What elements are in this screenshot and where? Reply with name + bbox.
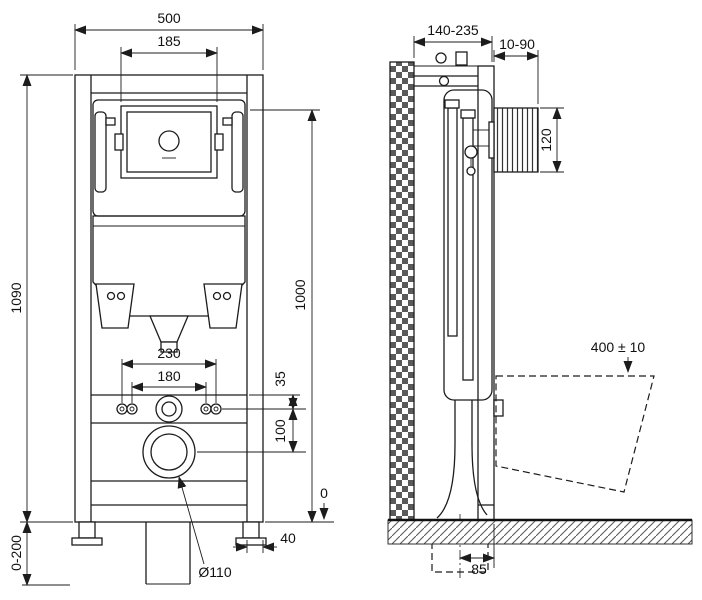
dim-plate-width: 185 [157,33,181,49]
dim-feet-range: 0-200 [8,535,24,571]
dim-frame-height: 1090 [8,282,24,313]
pan-bolt-stub [493,399,504,417]
actuator-lever [464,145,478,159]
wall-section [389,61,415,521]
cistern-side [443,89,493,401]
drain-pipe-front [145,522,191,585]
tank-body [92,215,246,353]
pan-bolt-inner-right [200,403,212,415]
mounting-feet [71,521,267,546]
plate-clip-left [114,133,124,151]
flush-actuator [488,107,539,173]
front-dimensions: 500 185 1090 0-200 230 180 35 [8,10,334,586]
dim-35: 35 [272,371,288,387]
flush-button [158,130,180,152]
cistern-front [92,99,246,217]
floor-section [387,518,693,545]
dim-40: 40 [280,530,296,546]
dim-width-total: 500 [157,10,181,26]
dim-spacing-inner: 180 [157,368,181,384]
side-dimensions: 140-235 10-90 120 400 ± 10 85 [413,22,646,577]
support-bracket-right [203,283,243,329]
side-clamp-right [231,111,244,193]
dim-actuator-height: 120 [538,128,554,152]
dim-floor-zero: 0 [320,485,328,501]
dim-drain-diameter: Ø110 [198,564,231,580]
fixing-cross-member [91,394,247,482]
side-clamp-left [94,111,107,193]
dim-100: 100 [272,419,288,443]
side-view: 140-235 10-90 120 400 ± 10 85 [387,22,693,578]
support-bracket-left [95,283,135,329]
plate-clip-right [214,133,224,151]
front-view: 500 185 1090 0-200 230 180 35 [8,10,334,586]
dim-drain-offset: 85 [471,561,487,577]
drain-elbow [431,400,489,578]
toilet-pan-outline [495,375,655,493]
fill-valve [447,107,458,337]
pan-bolt-inner-left [126,403,138,415]
dim-spacing-outer: 230 [157,345,181,361]
pan-bolt-outer-right [210,403,222,415]
dim-flush-height: 1000 [292,279,308,310]
pan-bolt-outer-left [116,403,128,415]
bracket-bolt [438,75,450,87]
dim-depth-range: 140-235 [427,22,479,38]
dim-pan-height: 400 ± 10 [591,339,646,355]
dim-plate-depth: 10-90 [499,36,535,52]
wall-bracket [414,51,478,87]
installation-frame [74,74,264,523]
flush-pipe-funnel [149,315,189,343]
